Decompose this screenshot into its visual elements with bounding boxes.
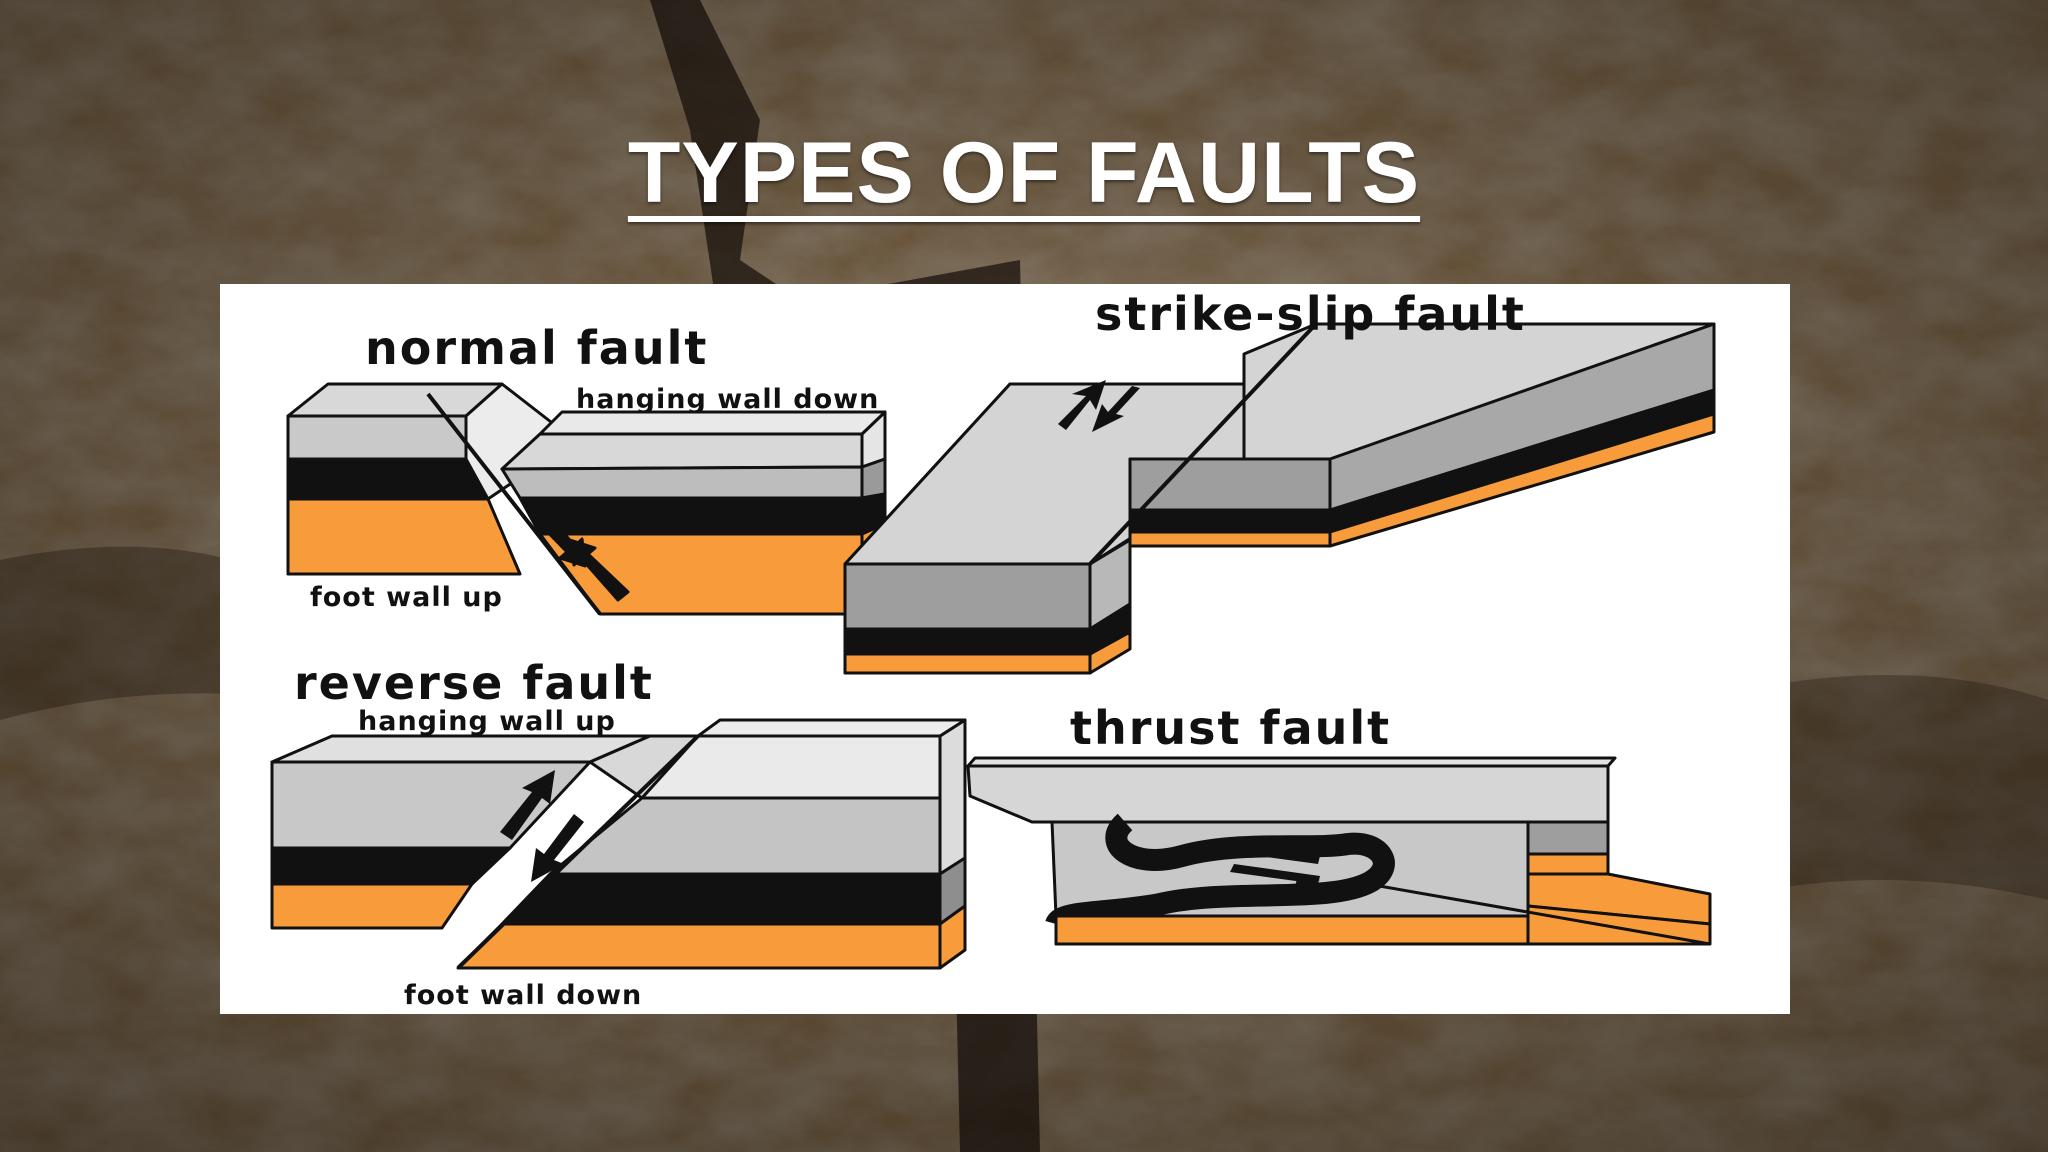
- normal-fault-foot-wall-label: foot wall up: [310, 582, 503, 613]
- strike-slip-fault-arrows: [1058, 380, 1140, 432]
- fault-types-diagram: normal fault hanging wall down foot wall…: [220, 284, 1790, 1014]
- normal-fault-block: [286, 382, 887, 616]
- slide-title: TYPES OF FAULTS: [627, 125, 1421, 221]
- normal-fault-hanging-wall-label: hanging wall down: [576, 384, 879, 415]
- reverse-fault-foot-wall-label: foot wall down: [404, 980, 642, 1011]
- normal-fault-title: normal fault: [365, 321, 708, 375]
- thrust-fault-arrows: [1230, 840, 1320, 892]
- reverse-fault-hanging-wall-label: hanging wall up: [358, 706, 616, 737]
- reverse-fault-title: reverse fault: [294, 656, 654, 710]
- strike-slip-fault-title: strike-slip fault: [1095, 287, 1526, 341]
- strike-slip-fault-block: [843, 322, 1716, 675]
- reverse-fault-block: [270, 718, 967, 970]
- reverse-fault-arrows: [500, 770, 584, 882]
- thrust-fault-title: thrust fault: [1070, 701, 1391, 755]
- thrust-fault-block: [966, 756, 1712, 946]
- normal-fault-arrows: [530, 504, 630, 602]
